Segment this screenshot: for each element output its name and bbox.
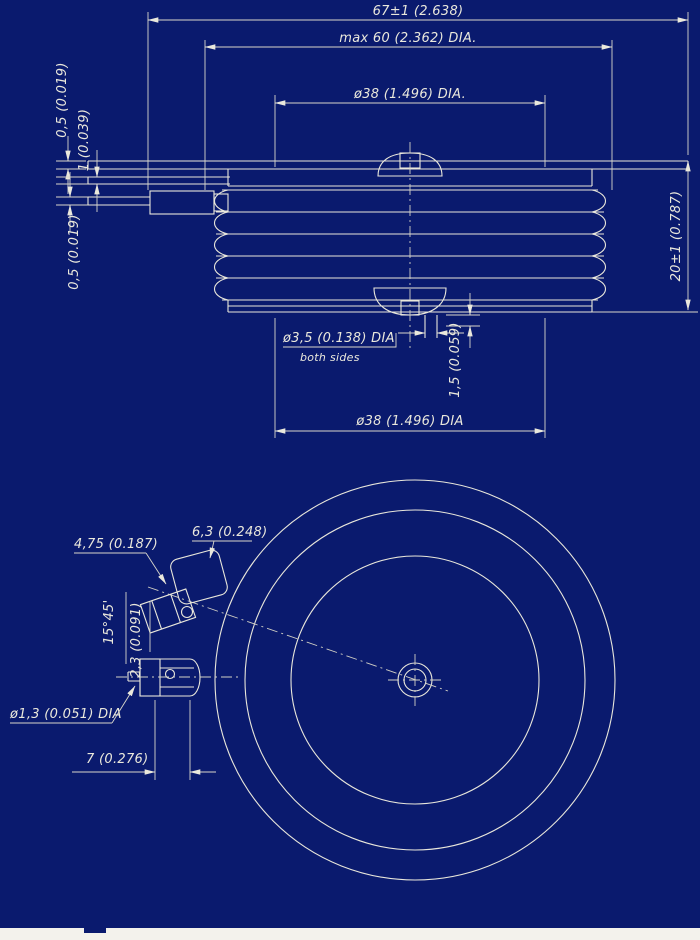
ext-lines-lead-gap: [56, 176, 88, 185]
dim-hole-depth: 1,5 (0.059): [448, 322, 463, 397]
ext-lines-terminal-length: [154, 700, 191, 780]
leader-gate-terminal-width: [145, 552, 167, 585]
gate-sleeve-body: [139, 588, 197, 634]
ext-lines-bottom-pole-dia: [274, 318, 546, 438]
dim-gate-offset: 2,3 (0.091): [129, 602, 144, 677]
middle-circle: [244, 509, 586, 851]
side-view: 67±1 (2.638) max 60 (2.362) DIA. ø38 (1.…: [55, 4, 698, 438]
dim-gate-angle: 15°45': [102, 600, 117, 645]
dim-lead-gap: 1 (0.039): [77, 109, 92, 171]
dim-gate-lead-thickness: 0,5 (0.019): [67, 214, 82, 289]
gate-connector-step: [213, 193, 229, 212]
ext-lines-top-lead: [56, 160, 86, 170]
dim-bottom-pole-diameter: ø38 (1.496) DIA: [355, 414, 463, 429]
dim-top-pole-diameter: ø38 (1.496) DIA.: [353, 87, 466, 102]
dim-top-lead-thickness: 0,5 (0.019): [55, 62, 70, 137]
dim-center-hole-diameter: ø3,5 (0.138) DIA: [282, 331, 395, 346]
aux-terminal-crimp: [139, 658, 161, 697]
gate-wire-circle: [180, 605, 194, 619]
gate-connector: [149, 190, 215, 215]
top-lead-strip: [87, 160, 689, 170]
gate-sleeve: [139, 588, 197, 634]
dim-overall-width: 67±1 (2.638): [373, 4, 464, 19]
inner-circle: [290, 555, 540, 805]
ceramic-left-profile: [213, 189, 229, 301]
aux-terminal-lines: [160, 667, 194, 688]
dim-height: 20±1 (0.787): [669, 191, 684, 282]
plan-view: 4,75 (0.187) 6,3 (0.248) 15°45' 2,3 (0.0…: [9, 479, 616, 881]
gate-axis-centerline: [147, 586, 449, 692]
ext-lines-gate-lead: [56, 196, 88, 206]
gate-lead: [87, 196, 150, 206]
scan-edge-notch: [84, 928, 106, 933]
leader-pin-diameter: [111, 685, 136, 724]
outer-circle: [214, 479, 616, 881]
ext-lines-top-pole-dia: [274, 95, 546, 167]
ext-lines-max-dia: [204, 40, 613, 190]
leader-gate-insulator-width: [209, 540, 215, 559]
upper-left-lead: [87, 176, 230, 185]
gate-hole-lines: [424, 315, 438, 338]
dim-gate-terminal-width: 4,75 (0.187): [74, 537, 158, 552]
aux-terminal-body: [139, 658, 201, 697]
ext-lines-overall-width: [147, 12, 689, 190]
scan-edge-bar: [0, 928, 700, 940]
gate-insulator-body: [170, 549, 228, 605]
leader-center-hole: [283, 333, 397, 348]
bottom-flange: [227, 300, 593, 313]
dim-center-hole-note: both sides: [300, 351, 360, 364]
aux-wire-circle: [164, 668, 176, 680]
dim-terminal-length: 7 (0.276): [86, 752, 148, 767]
ext-lines-hole-depth: [446, 314, 480, 327]
aux-terminal-pin: [127, 671, 140, 682]
dim-pin-diameter: ø1,3 (0.051) DIA: [9, 707, 122, 722]
gate-sleeve-ribs: [151, 594, 181, 630]
dim-max-diameter: max 60 (2.362) DIA.: [339, 31, 476, 46]
ceramic-right-profile: [591, 189, 607, 301]
dim-gate-insulator-width: 6,3 (0.248): [192, 525, 267, 540]
